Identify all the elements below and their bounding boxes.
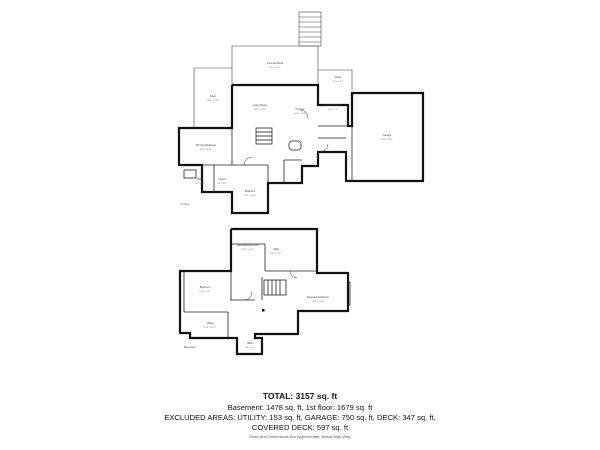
laundry-label: Laundry Room: [324, 103, 341, 107]
office-label: Office: [207, 321, 214, 325]
kitchen-label: Kitchen: [296, 107, 305, 111]
basement-stairs: [263, 279, 287, 296]
top-deck-stairs: [298, 11, 322, 47]
bath-1-label: Bath: [197, 177, 203, 181]
office-dim: 11'9" x 11'2": [204, 327, 216, 329]
door-swing: [319, 143, 329, 153]
door-swing: [299, 109, 309, 119]
closet-1-dim: 6'4" x 8'1": [217, 183, 227, 185]
first-floor-plan: Covered Deck 39'1" x 11'2" Deck 11'11" x…: [177, 11, 425, 215]
excluded-areas: EXCLUDED AREAS: UTILITY: 153 sq. ft, GAR…: [164, 413, 436, 422]
laundry-dim: 10'1" x 7'5": [328, 109, 339, 111]
door-swing: [289, 270, 298, 279]
total-area: TOTAL: 3157 sq. ft: [262, 391, 338, 401]
right-deck-label: Deck: [335, 75, 342, 79]
tub: [183, 169, 197, 179]
garage-dim: 24'0" x 28'1": [381, 139, 393, 141]
left-deck-label: Deck: [210, 94, 217, 98]
bedroom-2-label: Bedroom: [200, 285, 211, 289]
basement-walls: [178, 227, 350, 356]
utility-label: Utility: [273, 247, 280, 251]
living-room-dim: 18'1" x 19'5": [254, 109, 266, 111]
door-swing: [243, 291, 253, 301]
left-deck-outline: [193, 67, 232, 129]
covered-deck-outline: [231, 45, 319, 85]
utility-dim: 8'6" x 12'0": [271, 253, 282, 255]
first-floor-tag: 1st floor: [180, 202, 189, 206]
bedroom-1-label: Bedroom: [245, 189, 256, 193]
covered-deck-dim: 39'1" x 11'2": [269, 67, 281, 69]
family-room-dim: 23'9" x 12'6": [242, 249, 254, 251]
covered-deck-area: COVERED DECK: 597 sq. ft: [251, 423, 349, 432]
first-floor-stairs: [255, 127, 273, 145]
bath-1-dim: 8'5" x 8'1": [195, 183, 205, 185]
basement-tag: Basement: [184, 345, 196, 349]
left-deck-dim: 11'11" x 24'4": [207, 100, 220, 102]
first-floor-interior-walls: [202, 125, 353, 192]
basement-interior-walls: [183, 243, 317, 338]
bath-2-label: Bath: [247, 341, 253, 345]
kitchen-dim: 14'0" x 16'8": [294, 113, 306, 115]
bath-2-dim: 8'4" x 6'1": [245, 347, 255, 349]
covered-deck-label: Covered Deck: [267, 61, 284, 65]
column: [262, 309, 265, 312]
main-house-walls: [177, 83, 425, 215]
primary-bedroom-dim: 16'1" x 14'8": [200, 149, 212, 151]
disclaimer: Sizes And Dimensions Are Approximate, Ac…: [249, 434, 351, 439]
bedroom-1-dim: 12'2" x 11'8": [244, 195, 256, 197]
bedroom-2-dim: 13'5" x 14'2": [199, 291, 211, 293]
game-room-dim: 27'5" x 18'9": [312, 301, 324, 303]
closet-1-label: Closet: [218, 177, 226, 181]
garage-label: Garage: [383, 133, 392, 137]
basement-plan: Recreational Room 23'9" x 12'6" Utility …: [178, 227, 351, 356]
floor-area-breakdown: Basement: 1478 sq. ft, 1st floor: 1679 s…: [227, 403, 373, 412]
living-room-label: Living Room: [253, 103, 267, 107]
family-room-label: Recreational Room: [237, 243, 259, 247]
door-swing: [243, 156, 253, 166]
kitchen-island: [288, 140, 302, 151]
primary-bedroom-label: Primary Bedroom: [196, 143, 216, 147]
game-room-label: Recreational Room: [307, 295, 329, 299]
right-deck-dim: 10'5" x 9'7": [333, 81, 344, 83]
right-deck-outline: [318, 69, 353, 90]
